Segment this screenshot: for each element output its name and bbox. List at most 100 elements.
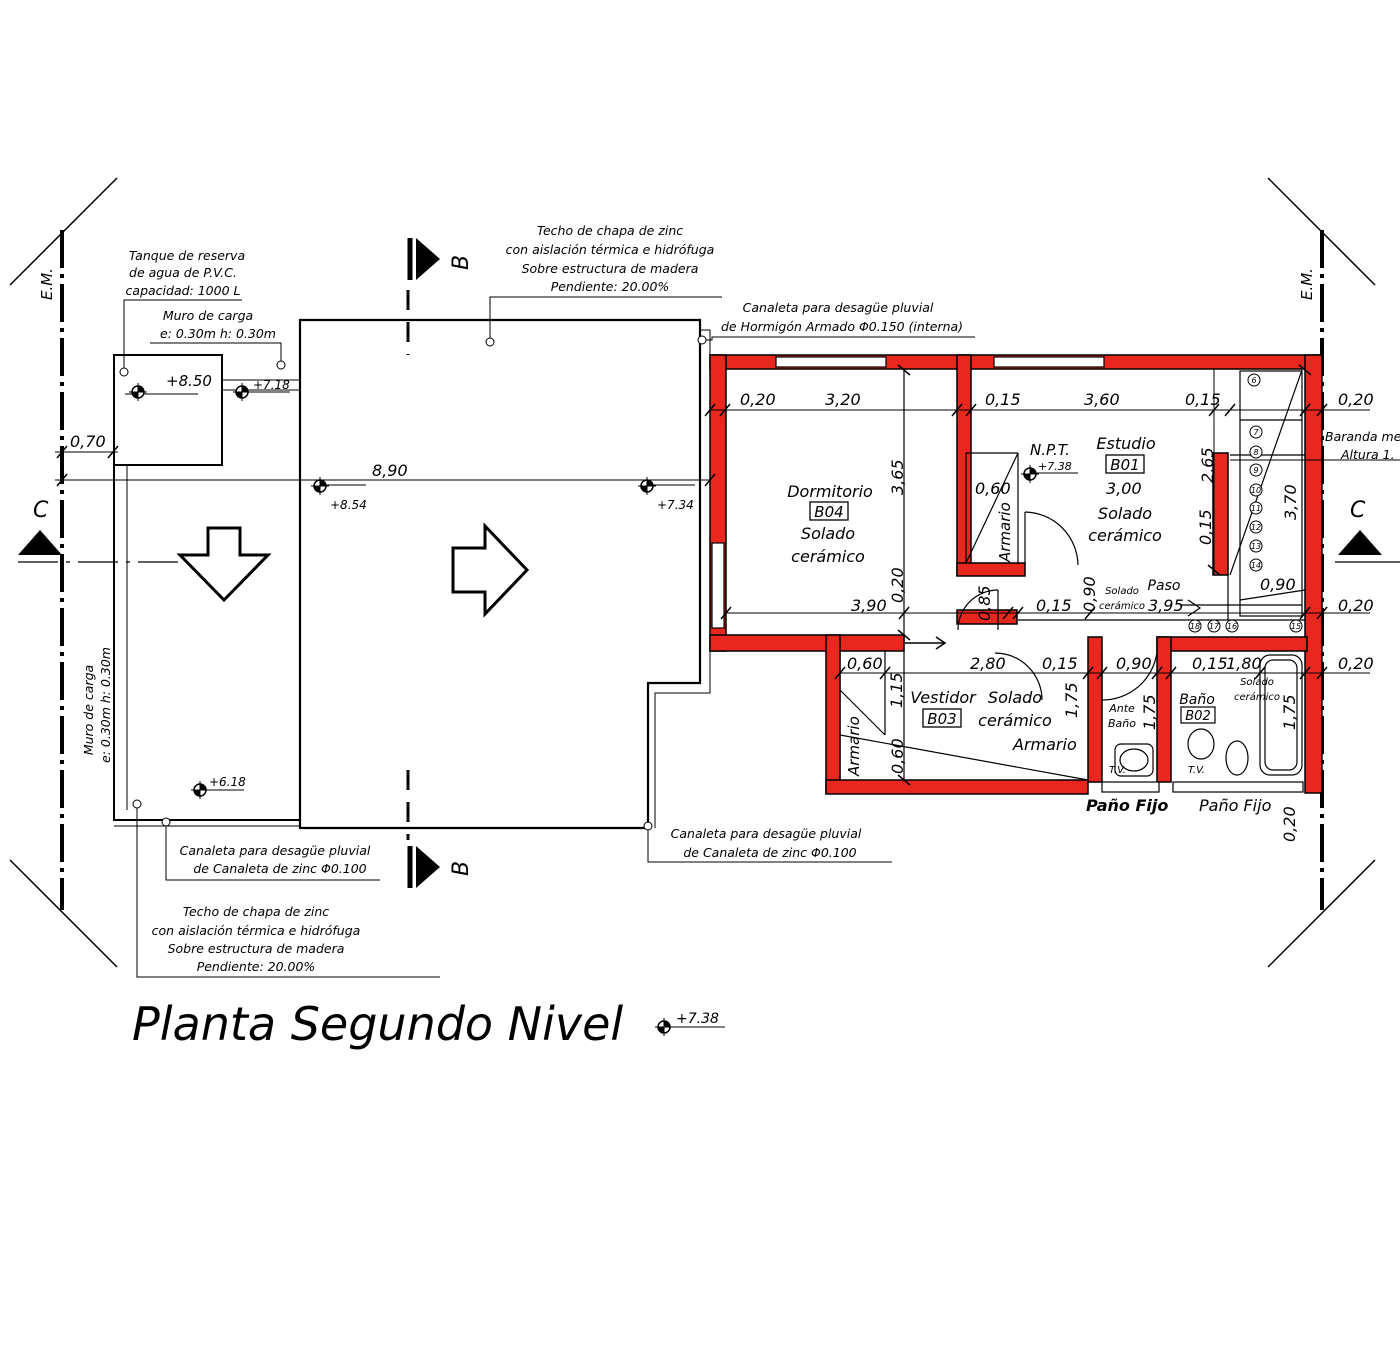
label-armario-vestidor-left: Armario	[845, 716, 863, 777]
dim-text: 0,15	[1042, 654, 1078, 673]
dim-text: 3,20	[825, 390, 861, 409]
note-roof-top-line: Pendiente: 20.00%	[551, 279, 670, 294]
interior-lines	[839, 369, 1306, 781]
note-gutter-bl-line: Canaleta para desagüe pluvial	[180, 843, 371, 858]
room-dormitorio-code: B04	[814, 503, 843, 521]
room-ante-bano-name: Baño	[1108, 717, 1136, 730]
dim-text: 2,80	[970, 654, 1006, 673]
note-muro-top-line: e: 0.30m h: 0.30m	[160, 326, 276, 341]
page-title: Planta Segundo Nivel	[132, 997, 623, 1051]
dim-text-vertical: 3,70	[1281, 484, 1300, 520]
stair-step-number: 11	[1251, 504, 1261, 513]
stair-step-number: 14	[1251, 561, 1261, 570]
room-dormitorio-code-box	[809, 501, 849, 521]
note-roof-bottom-line: con aislación térmica e hidrófuga	[152, 923, 361, 938]
dim-text: 0,90	[1116, 654, 1152, 673]
axis-em-left-label: E.M.	[38, 268, 56, 300]
level-734: +7.34	[657, 498, 694, 512]
room-ante-bano-name: Ante	[1108, 702, 1135, 715]
dim-text: 0,60	[847, 654, 883, 673]
room-bano-code-box	[1180, 706, 1216, 724]
level-marker-icon	[654, 1017, 674, 1037]
room-estudio-name: Estudio	[1096, 434, 1155, 453]
dim-text-vertical: 0,60	[888, 738, 907, 774]
level-854: +8.54	[330, 498, 367, 512]
npt-label: N.P.T.	[1030, 441, 1070, 459]
room-bano-floor: Solado	[1240, 677, 1274, 688]
npt-value: +7.38	[1038, 460, 1072, 473]
level-718: +7.18	[253, 378, 290, 392]
room-estudio-code: B01	[1110, 456, 1139, 474]
note-gutter-top-line: de Hormigón Armado Φ0.150 (interna)	[721, 319, 963, 334]
dim-text: 0,20	[1338, 390, 1374, 409]
dim-text-vertical: 1,15	[887, 672, 906, 708]
stair-step-number: 6	[1251, 376, 1256, 385]
note-tank-line: Tanque de reserva	[129, 248, 245, 263]
dim-text: 0,15	[1036, 596, 1072, 615]
dim-text-vertical: 3,65	[888, 459, 907, 495]
level-618: +6.18	[209, 775, 246, 789]
room-vestidor-floor: Solado	[988, 688, 1042, 707]
dim-text-vertical: 1,75	[1062, 682, 1081, 718]
dim-text: 3,00	[1106, 479, 1142, 498]
stair-step-number: 10	[1251, 486, 1261, 495]
note-roof-bottom-line: Sobre estructura de madera	[168, 941, 345, 956]
page-title-level: +7.38	[676, 1011, 719, 1027]
dim-text-vertical: 0,90	[1080, 576, 1099, 612]
note-gutter-br-line: de Canaleta de zinc Φ0.100	[683, 845, 856, 860]
windows	[711, 356, 1304, 793]
access-arrow	[905, 636, 947, 650]
section-b-bottom-label: B	[449, 861, 474, 876]
stair-step-number: 12	[1251, 523, 1261, 532]
dim-text-vertical: 0,20	[1280, 806, 1299, 842]
dim-text: 8,90	[372, 461, 408, 480]
note-roof-top-line: con aislación térmica e hidrófuga	[506, 242, 715, 257]
dim-text-vertical: 0,85	[975, 585, 994, 621]
label-tv-1: T.V.	[1109, 765, 1126, 776]
stair-step-number: 13	[1251, 542, 1261, 551]
note-tank-line: de agua de P.V.C.	[129, 265, 237, 280]
note-railing-line: Altura 1.	[1340, 447, 1395, 462]
roof-outlines	[113, 318, 711, 830]
note-gutter-br-line: Canaleta para desagüe pluvial	[671, 826, 862, 841]
note-roof-top-line: Sobre estructura de madera	[522, 261, 699, 276]
room-dormitorio-floor: Solado	[801, 524, 855, 543]
stair-step-number: 18	[1190, 622, 1200, 631]
stair-step-number: 9	[1253, 466, 1258, 475]
room-vestidor-code-box	[922, 708, 962, 728]
dim-text: 0,20	[740, 390, 776, 409]
dimension-lines	[55, 369, 1400, 780]
level-tank: +8.50	[166, 372, 212, 390]
label-pano-fijo-2: Paño Fijo	[1199, 796, 1272, 815]
stair-steps	[1188, 373, 1303, 633]
section-c-left-label: C	[33, 498, 49, 523]
dim-text: 0,60	[975, 479, 1011, 498]
section-b-top-label: B	[449, 255, 474, 270]
room-paso-name: Paso	[1148, 578, 1181, 594]
label-armario-estudio: Armario	[996, 502, 1014, 563]
axis-em-right-label: E.M.	[1298, 268, 1316, 300]
dim-text: 0,70	[70, 432, 106, 451]
dim-text-vertical: 1,75	[1140, 694, 1159, 730]
room-bano-name: Baño	[1179, 692, 1215, 708]
dim-text: 0,15	[1192, 654, 1228, 673]
note-roof-bottom-line: Techo de chapa de zinc	[183, 904, 329, 919]
room-bano-code: B02	[1185, 709, 1210, 724]
note-gutter-bl-line: de Canaleta de zinc Φ0.100	[193, 861, 366, 876]
level-marker-icon	[128, 382, 148, 402]
label-armario-vestidor: Armario	[1012, 735, 1077, 754]
label-tv-2: T.V.	[1188, 765, 1205, 776]
roof-slope-arrow-right	[451, 522, 530, 618]
label-pano-fijo-1: Paño Fijo	[1086, 796, 1168, 815]
dim-text: 3,60	[1084, 390, 1120, 409]
note-muro-left-line: e: 0.30m h: 0.30m	[98, 647, 113, 763]
room-estudio-code-box	[1105, 454, 1145, 474]
room-dormitorio-floor: cerámico	[791, 547, 865, 566]
note-gutter-top-line: Canaleta para desagüe pluvial	[743, 300, 934, 315]
dim-text-vertical: 0,20	[888, 567, 907, 603]
room-vestidor-code: B03	[927, 710, 956, 728]
note-railing-line: Baranda me	[1325, 429, 1400, 444]
room-paso-floor: Solado	[1105, 586, 1139, 597]
room-estudio-floor: cerámico	[1088, 526, 1162, 545]
